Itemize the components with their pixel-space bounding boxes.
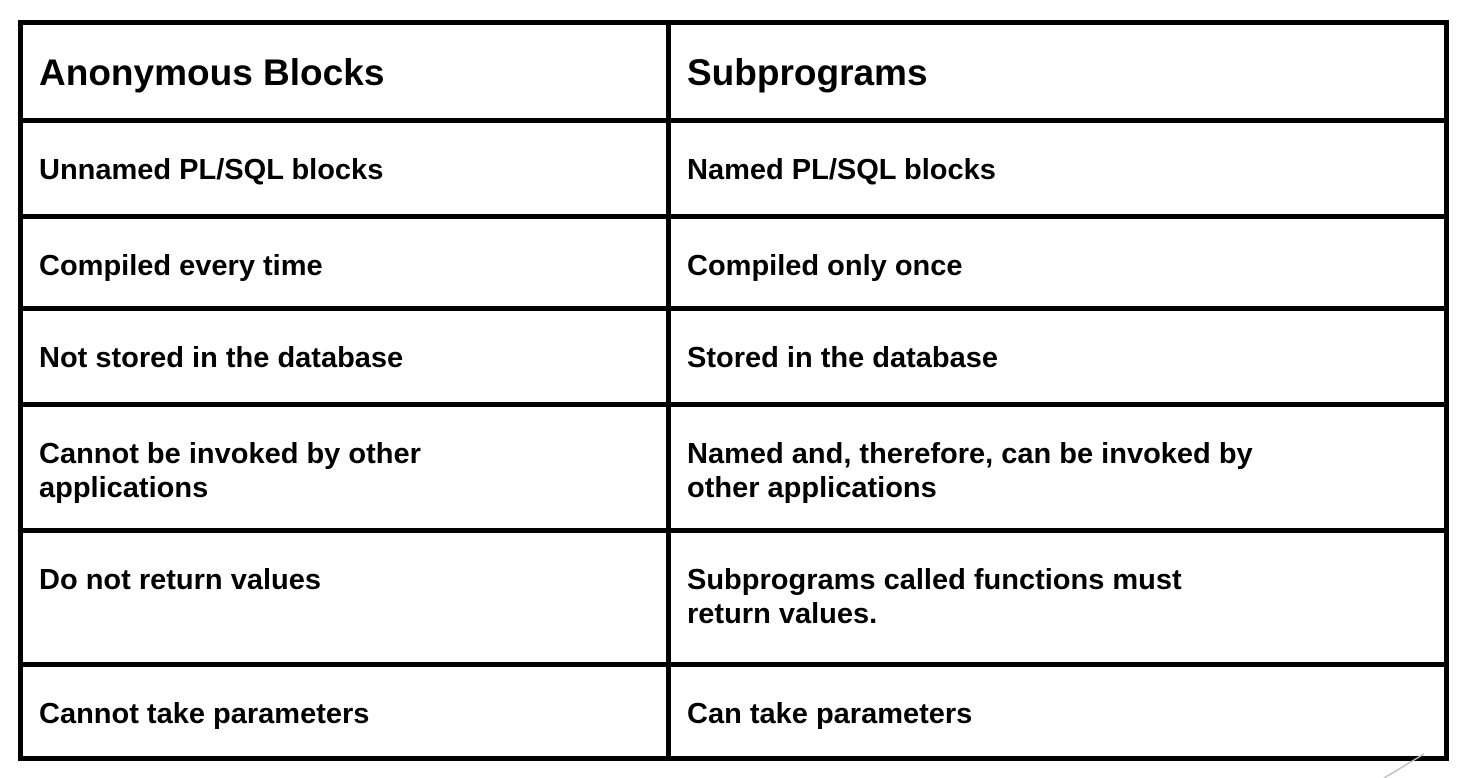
table-row: Compiled every time Compiled only once — [18, 214, 1449, 311]
table-cell-subprogram: Named and, therefore, can be invoked by … — [666, 402, 1449, 533]
table-row: Do not return values Subprograms called … — [18, 528, 1449, 667]
table-row: Cannot be invoked by other applications … — [18, 402, 1449, 533]
table-cell-subprogram: Compiled only once — [666, 214, 1449, 311]
corner-line-decoration — [1383, 753, 1425, 778]
table-cell-anonymous: Compiled every time — [18, 214, 671, 311]
table-row: Not stored in the database Stored in the… — [18, 306, 1449, 407]
table-header-row: Anonymous Blocks Subprograms — [18, 20, 1449, 123]
comparison-table: Anonymous Blocks Subprograms Unnamed PL/… — [18, 20, 1449, 761]
table-cell-anonymous: Unnamed PL/SQL blocks — [18, 118, 671, 219]
table-cell-subprogram: Subprograms called functions must return… — [666, 528, 1449, 667]
table-cell-anonymous: Cannot take parameters — [18, 662, 671, 761]
table-row: Cannot take parameters Can take paramete… — [18, 662, 1449, 761]
table-cell-anonymous: Not stored in the database — [18, 306, 671, 407]
table-row: Unnamed PL/SQL blocks Named PL/SQL block… — [18, 118, 1449, 219]
header-subprograms: Subprograms — [666, 20, 1449, 123]
table-cell-subprogram: Named PL/SQL blocks — [666, 118, 1449, 219]
header-anonymous-blocks: Anonymous Blocks — [18, 20, 671, 123]
table-cell-anonymous: Cannot be invoked by other applications — [18, 402, 671, 533]
table-cell-anonymous: Do not return values — [18, 528, 671, 667]
table-cell-subprogram: Stored in the database — [666, 306, 1449, 407]
table-cell-subprogram: Can take parameters — [666, 662, 1449, 761]
